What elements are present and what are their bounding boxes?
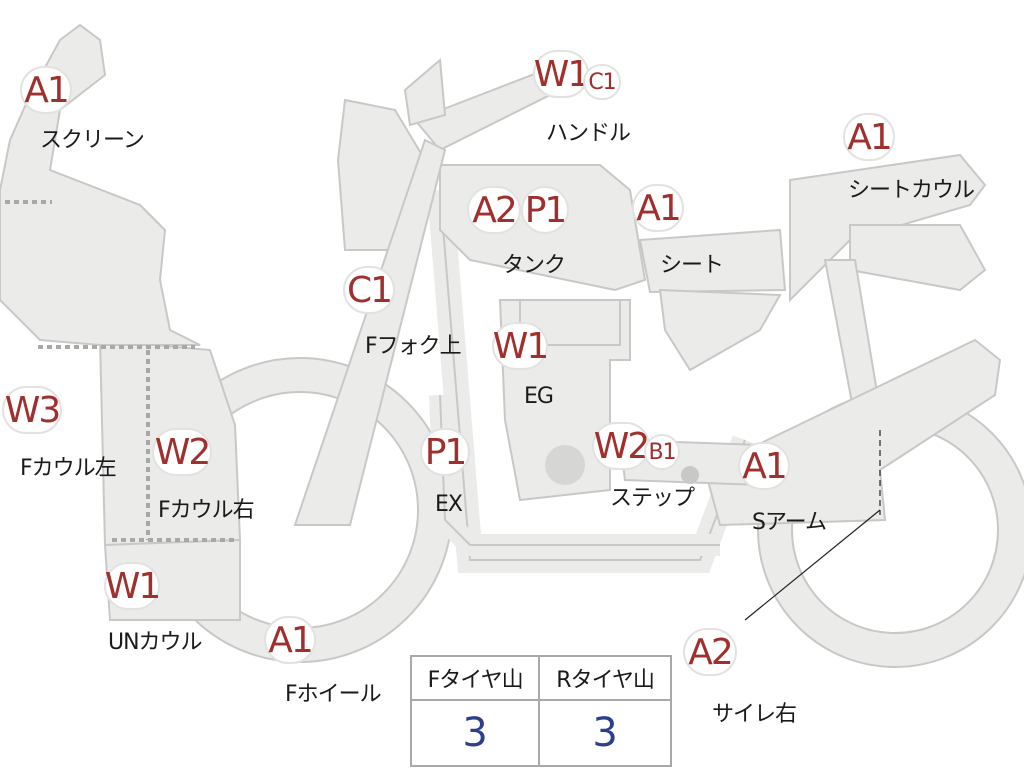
step-label: ステップ bbox=[610, 486, 695, 511]
front-wheel-grade: A1 bbox=[264, 616, 316, 664]
tyre-tread-value-row: 3 3 bbox=[409, 699, 672, 767]
cowl-right-label: Fカウル右 bbox=[158, 498, 255, 523]
tank-grade-p: P1 bbox=[521, 186, 569, 234]
front-wheel-label: Fホイール bbox=[285, 682, 382, 707]
seat-label: シート bbox=[660, 253, 724, 278]
under-cowl-grade: W1 bbox=[104, 562, 161, 610]
step-grade-secondary: B1 bbox=[644, 434, 680, 470]
exhaust-grade: P1 bbox=[420, 428, 470, 476]
fork-upper-grade: C1 bbox=[343, 266, 395, 314]
front-tyre-value: 3 bbox=[409, 699, 541, 767]
cowl-right-grade: W2 bbox=[152, 428, 212, 476]
tank-grade-a: A2 bbox=[467, 186, 521, 234]
tail-shape bbox=[849, 224, 987, 292]
silencer-right-grade: A2 bbox=[683, 628, 737, 676]
side-panel-shape bbox=[658, 288, 782, 372]
step-grade: W2 bbox=[592, 422, 650, 470]
handle-grade: W1 bbox=[533, 50, 590, 98]
fork-upper-label: Fフォク上 bbox=[365, 334, 462, 359]
handle-label: ハンドル bbox=[546, 121, 631, 146]
cowl-left-label: Fカウル左 bbox=[20, 456, 117, 481]
cowl-left-grade: W3 bbox=[2, 386, 62, 434]
screen-label: スクリーン bbox=[40, 128, 145, 153]
mirror-shape bbox=[403, 57, 447, 127]
silencer-right-label: サイレ右 bbox=[712, 702, 797, 727]
tyre-tread-table: Fタイヤ山 Rタイヤ山 3 3 bbox=[409, 655, 672, 767]
seat-cowl-label: シートカウル bbox=[848, 178, 975, 203]
engine-grade: W1 bbox=[492, 322, 549, 370]
screen-grade: A1 bbox=[20, 66, 72, 114]
tyre-tread-header-row: Fタイヤ山 Rタイヤ山 bbox=[409, 655, 672, 701]
front-tyre-header: Fタイヤ山 bbox=[409, 655, 541, 701]
swing-arm-grade: A1 bbox=[738, 442, 790, 490]
seat-grade: A1 bbox=[632, 184, 684, 232]
engine-label: EG bbox=[524, 384, 554, 409]
front-fork-shape bbox=[293, 138, 447, 526]
rear-tyre-value: 3 bbox=[538, 699, 672, 767]
under-cowl-label: UNカウル bbox=[108, 630, 203, 655]
seat-cowl-grade: A1 bbox=[843, 113, 895, 161]
rear-tyre-header: Rタイヤ山 bbox=[538, 655, 672, 701]
exhaust-label: EX bbox=[435, 492, 463, 517]
seat-shape bbox=[638, 228, 787, 294]
handle-grade-secondary: C1 bbox=[583, 64, 621, 100]
tank-label: タンク bbox=[502, 253, 566, 278]
swing-arm-label: Sアーム bbox=[752, 510, 827, 535]
